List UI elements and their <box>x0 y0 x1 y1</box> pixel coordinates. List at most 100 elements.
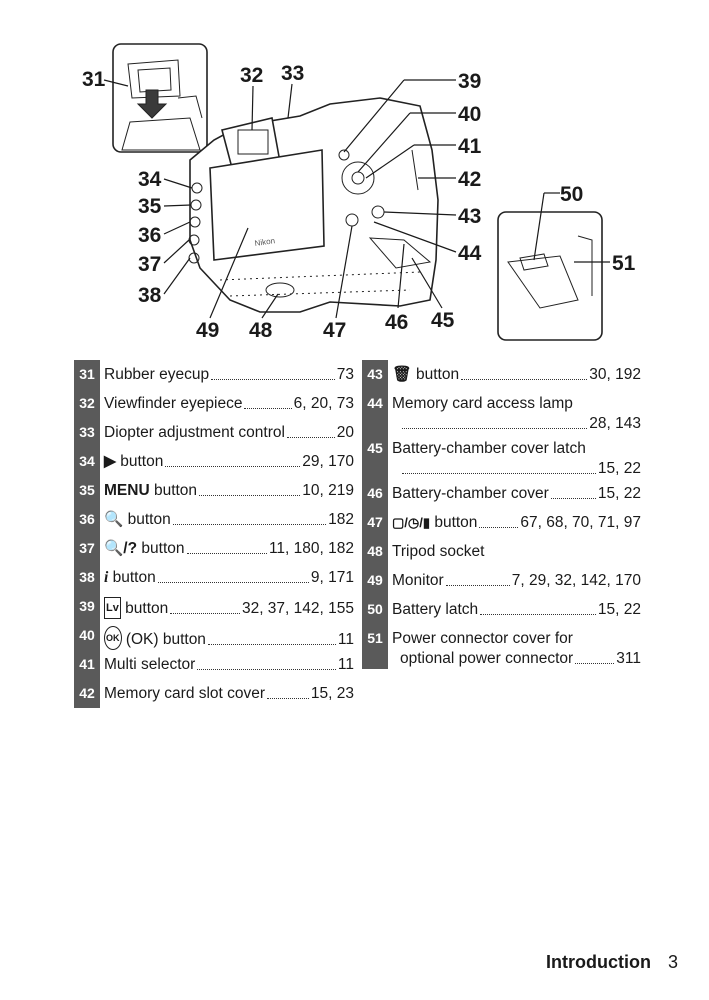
callout-32: 32 <box>240 64 263 87</box>
item-name: button <box>416 366 460 383</box>
callout-37: 37 <box>138 253 161 276</box>
item-pages: 15, 22 <box>597 460 641 477</box>
item-pages: 73 <box>336 366 354 383</box>
item-name: button <box>125 600 169 617</box>
item-number: 41 <box>74 650 100 679</box>
item-number: 37 <box>74 534 100 563</box>
item-name-continued: optional power connector <box>400 650 574 667</box>
item-pages: 15, 22 <box>597 485 641 502</box>
item-number: 38 <box>74 563 100 592</box>
item-number: 40 <box>74 621 100 650</box>
item-name: Battery latch <box>392 601 479 618</box>
item-name: Multi selector <box>104 656 196 673</box>
item-pages: 7, 29, 32, 142, 170 <box>511 572 641 589</box>
item-name: Rubber eyecup <box>104 366 210 383</box>
item-pages: 182 <box>328 511 354 528</box>
item-name: Memory card access lamp <box>392 395 573 412</box>
item-name: button <box>120 453 164 470</box>
item-pages: 32, 37, 142, 155 <box>241 600 354 617</box>
callout-49: 49 <box>196 319 219 342</box>
callout-31: 31 <box>82 68 106 91</box>
info-icon: i <box>104 569 109 586</box>
item-number: 46 <box>362 479 388 508</box>
item-name: (OK) button <box>125 631 206 648</box>
item-name: Power connector cover for <box>392 630 573 647</box>
item-name: Viewfinder eyepiece <box>104 395 243 412</box>
item-name: button <box>153 482 198 499</box>
item-number: 48 <box>362 537 388 566</box>
battery-inset <box>497 211 603 341</box>
ok-icon: OK <box>104 626 122 650</box>
item-number: 34 <box>74 447 100 476</box>
item-pages: 311 <box>616 650 641 667</box>
item-number: 50 <box>362 595 388 624</box>
item-pages: 28, 143 <box>589 415 641 432</box>
live-view-icon: Lv <box>104 597 121 619</box>
item-number: 49 <box>362 566 388 595</box>
callout-51: 51 <box>612 252 636 275</box>
item-pages: 10, 219 <box>302 482 354 499</box>
callout-46: 46 <box>385 311 408 334</box>
release-mode-icon: ▢/◷/▮ <box>392 515 431 530</box>
item-name: Diopter adjustment control <box>104 424 285 441</box>
callout-45: 45 <box>431 309 455 332</box>
zoom-in-icon: 🔍 <box>104 511 124 528</box>
callout-33: 33 <box>281 62 304 85</box>
callout-34: 34 <box>138 168 162 191</box>
item-name: Monitor <box>392 572 444 589</box>
callout-35: 35 <box>138 195 162 218</box>
delete-icon: 🗑 <box>392 366 412 383</box>
item-pages: 30, 192 <box>589 366 641 383</box>
item-number: 32 <box>74 389 100 418</box>
item-number: 45 <box>362 434 388 479</box>
svg-text:Nikon: Nikon <box>254 236 276 248</box>
item-pages: 6, 20, 73 <box>293 395 354 412</box>
list-item: 43🗑 button 30, 192 <box>362 360 641 389</box>
camera-back-diagram: Nikon <box>82 43 636 342</box>
item-number: 51 <box>362 624 388 669</box>
item-pages: 29, 170 <box>302 453 354 470</box>
item-number: 43 <box>362 360 388 389</box>
item-name: Memory card slot cover <box>104 685 266 702</box>
item-pages: 67, 68, 70, 71, 97 <box>520 514 641 531</box>
item-pages: 9, 171 <box>310 569 354 586</box>
item-name: Battery-chamber cover <box>392 485 549 502</box>
callout-39: 39 <box>458 70 481 93</box>
item-number: 39 <box>74 592 100 621</box>
item-pages: 11, 180, 182 <box>268 540 354 557</box>
callout-47: 47 <box>323 319 346 342</box>
item-number: 42 <box>74 679 100 708</box>
item-pages: 11 <box>337 656 354 673</box>
eyecup-inset <box>112 43 208 153</box>
item-name: button <box>112 569 156 586</box>
item-name: Battery-chamber cover latch <box>392 440 586 457</box>
callout-48: 48 <box>249 319 273 342</box>
item-number: 36 <box>74 505 100 534</box>
callout-41: 41 <box>458 135 482 158</box>
item-pages: 20 <box>336 424 354 441</box>
item-pages: 11 <box>337 631 354 648</box>
list-item: 36🔍 button 182 <box>74 505 354 534</box>
item-number: 44 <box>362 389 388 434</box>
item-name: button <box>127 511 171 528</box>
zoom-out-help-icon: 🔍/? <box>104 540 138 557</box>
page-number: 3 <box>668 952 679 972</box>
item-pages: 15, 23 <box>310 685 354 702</box>
